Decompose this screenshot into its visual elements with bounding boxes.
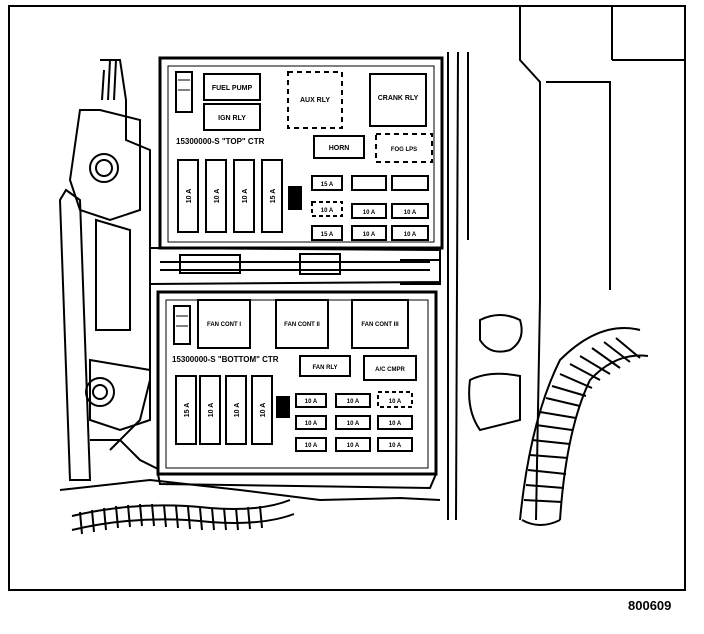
bottom-fuse-2 xyxy=(199,375,221,445)
bottom-center-base xyxy=(157,473,437,490)
top-mini-fuse-2 xyxy=(351,175,387,191)
aux-relay xyxy=(287,71,343,129)
top-mini-fuse-8-value: 10 A xyxy=(363,232,376,238)
horn-relay-label: HORN xyxy=(329,145,350,152)
top-fuse-4-value: 15 A xyxy=(270,189,277,204)
top-mini-fuse-1 xyxy=(311,175,343,191)
bottom-center-title: 15300000-S "BOTTOM" CTR xyxy=(172,355,279,364)
top-fuse-1 xyxy=(177,159,199,233)
fog-lamp-relay xyxy=(375,133,433,163)
fan-relay xyxy=(299,355,351,377)
top-mini-fuse-9 xyxy=(391,225,429,241)
figure-id: 800609 xyxy=(628,598,672,613)
fan-cont-3-relay xyxy=(351,299,409,349)
bottom-mini-fuse-7-value: 10 A xyxy=(305,443,318,449)
top-center-housing-inner xyxy=(167,65,435,243)
bottom-mini-fuse-7 xyxy=(295,437,327,452)
bottom-mini-fuse-5 xyxy=(335,415,371,430)
top-fuse-3 xyxy=(233,159,255,233)
ign-relay-label: IGN RLY xyxy=(218,115,246,122)
top-mini-fuse-7 xyxy=(311,225,343,241)
bottom-fuse-puller xyxy=(276,396,290,418)
bottom-fuse-2-value: 10 A xyxy=(208,403,215,418)
bottom-mini-fuse-9 xyxy=(377,437,413,452)
aux-relay-label: AUX RLY xyxy=(300,97,330,104)
left-bracket xyxy=(58,59,441,502)
bottom-mini-fuse-9-value: 10 A xyxy=(389,443,402,449)
top-mini-fuse-5-value: 10 A xyxy=(363,210,376,216)
bottom-mini-fuse-3-value: 10 A xyxy=(389,399,402,405)
fan-cont-3-relay-label: FAN CONT III xyxy=(361,322,399,328)
bottom-fuse-1-value: 15 A xyxy=(184,403,191,418)
bottom-fuse-4-value: 10 A xyxy=(260,403,267,418)
bottom-mini-fuse-6 xyxy=(377,415,413,430)
top-mini-fuse-1-value: 15 A xyxy=(321,182,334,188)
fan-cont-1-relay-label: FAN CONT I xyxy=(207,322,241,328)
ign-relay xyxy=(203,103,261,131)
bottom-mini-fuse-1-value: 10 A xyxy=(305,399,318,405)
bottom-fuse-1 xyxy=(175,375,197,445)
fog-lamp-relay-label: FOG LPS xyxy=(391,147,417,153)
top-mini-fuse-9-value: 10 A xyxy=(404,232,417,238)
bottom-center-latch xyxy=(173,305,191,345)
fan-relay-label: FAN RLY xyxy=(312,365,337,371)
fuel-pump-relay xyxy=(203,73,261,101)
bottom-fuse-4 xyxy=(251,375,273,445)
top-mini-fuse-4-value: 10 A xyxy=(321,208,334,214)
bottom-fuse-3 xyxy=(225,375,247,445)
top-mini-fuse-4 xyxy=(311,201,343,217)
fan-cont-2-relay xyxy=(275,299,329,349)
bottom-mini-fuse-8-value: 10 A xyxy=(347,443,360,449)
top-fuse-center: FUEL PUMP IGN RLY AUX RLY CRANK RLY 1530… xyxy=(158,56,444,250)
top-mini-fuse-8 xyxy=(351,225,387,241)
crank-relay xyxy=(369,73,427,127)
top-mini-fuse-7-value: 15 A xyxy=(321,232,334,238)
ac-compressor-relay-label: A/C CMPR xyxy=(375,367,405,373)
bottom-fuse-3-value: 10 A xyxy=(234,403,241,418)
fuel-pump-relay-label: FUEL PUMP xyxy=(212,85,253,92)
bottom-mini-fuse-4-value: 10 A xyxy=(305,421,318,427)
bottom-mini-fuse-3 xyxy=(377,391,413,408)
top-center-housing xyxy=(158,56,444,250)
lower-harness xyxy=(71,499,295,535)
bottom-fuse-center: FAN CONT I FAN CONT II FAN CONT III 1530… xyxy=(156,290,438,490)
bottom-mini-fuse-6-value: 10 A xyxy=(389,421,402,427)
top-fuse-2 xyxy=(205,159,227,233)
top-mini-fuse-6 xyxy=(391,203,429,219)
fan-cont-2-relay-label: FAN CONT II xyxy=(284,322,320,328)
top-fuse-4 xyxy=(261,159,283,233)
top-center-latch xyxy=(175,71,193,113)
bottom-mini-fuse-2 xyxy=(335,393,371,408)
top-mini-fuse-6-value: 10 A xyxy=(404,210,417,216)
horn-relay xyxy=(313,135,365,159)
corrugated-hose xyxy=(468,314,649,526)
bottom-mini-fuse-2-value: 10 A xyxy=(347,399,360,405)
top-fuse-1-value: 10 A xyxy=(186,189,193,204)
top-fuse-2-value: 10 A xyxy=(214,189,221,204)
bottom-mini-fuse-4 xyxy=(295,415,327,430)
top-mini-fuse-5 xyxy=(351,203,387,219)
ac-compressor-relay xyxy=(363,355,417,381)
top-center-title: 15300000-S "TOP" CTR xyxy=(176,137,265,146)
top-mini-fuse-3 xyxy=(391,175,429,191)
fan-cont-1-relay xyxy=(197,299,251,349)
top-fuse-3-value: 10 A xyxy=(242,189,249,204)
bottom-mini-fuse-1 xyxy=(295,393,327,408)
bottom-mini-fuse-8 xyxy=(335,437,371,452)
crank-relay-label: CRANK RLY xyxy=(378,95,419,102)
bottom-mini-fuse-5-value: 10 A xyxy=(347,421,360,427)
top-fuse-puller xyxy=(288,186,302,210)
body-panel-lines xyxy=(447,6,685,521)
